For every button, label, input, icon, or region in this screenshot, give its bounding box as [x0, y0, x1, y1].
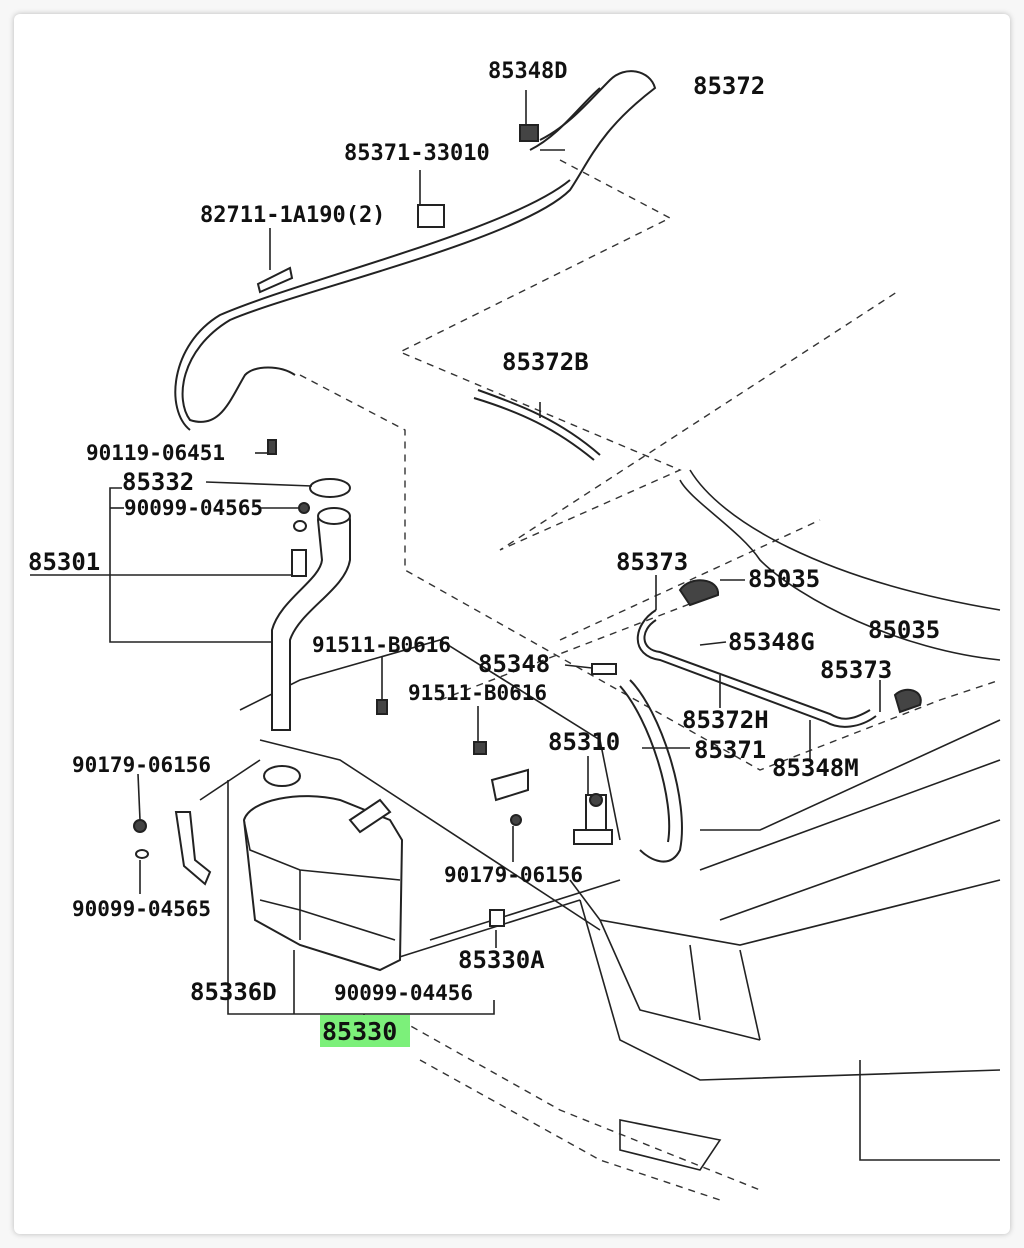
leader-lines [30, 149, 881, 1022]
label-82711-1A190: 82711-1A190(2) [200, 203, 385, 228]
label-85372: 85372 [693, 72, 765, 100]
label-90099-04565-bottom: 90099-04565 [72, 897, 211, 921]
label-85310: 85310 [548, 728, 620, 756]
joint-85348D [519, 90, 539, 142]
label-90099-04456: 90099-04456 [334, 981, 473, 1005]
pump-hose-85371 [619, 679, 683, 863]
clamp-85371-33010 [417, 170, 445, 228]
gasket-85332 [309, 478, 351, 498]
label-85330: 85330 [322, 1017, 397, 1046]
nozzle-85035-left [678, 579, 720, 607]
grommet-85330A [489, 909, 505, 927]
label-85035-left: 85035 [748, 565, 820, 593]
bolt-90179-right [510, 814, 522, 826]
reservoir-inlet [271, 507, 351, 731]
label-85348: 85348 [478, 650, 550, 678]
label-90179-06156-right: 90179-06156 [444, 863, 583, 887]
pump-85310 [573, 793, 613, 845]
label-85371: 85371 [694, 736, 766, 764]
label-90179-06156-left: 90179-06156 [72, 753, 211, 777]
label-85348M: 85348M [772, 754, 859, 782]
label-85348G: 85348G [728, 628, 815, 656]
label-85373-right: 85373 [820, 656, 892, 684]
hose-85372B [473, 389, 601, 461]
screw-90119 [267, 439, 277, 455]
label-85372H: 85372H [682, 706, 769, 734]
main-washer-hose [174, 70, 657, 431]
label-85332: 85332 [122, 468, 194, 496]
label-85336D: 85336D [190, 978, 277, 1006]
label-85330A: 85330A [458, 946, 545, 974]
small-parts-upper [291, 502, 310, 577]
tank-85330 [242, 765, 404, 972]
label-85348D: 85348D [488, 59, 567, 84]
label-91511-B0616-a: 91511-B0616 [312, 633, 451, 657]
hood-nozzle-hose [636, 609, 877, 728]
label-91511-B0616-b: 91511-B0616 [408, 681, 547, 705]
joint-85348-mid [591, 663, 617, 675]
label-90099-04565-top: 90099-04565 [124, 496, 263, 520]
label-85301: 85301 [28, 548, 100, 576]
label-90119-06451: 90119-06451 [86, 441, 225, 465]
bolt-91511-a [376, 699, 388, 715]
bolt-90179-left [133, 819, 149, 859]
nozzle-85035-right [893, 688, 922, 714]
label-85371-33010: 85371-33010 [344, 141, 490, 166]
diagram-frame [14, 14, 1010, 1234]
clip-82711 [256, 228, 294, 294]
label-85373-left: 85373 [616, 548, 688, 576]
bracket-right [490, 768, 529, 802]
label-85372B: 85372B [502, 348, 589, 376]
highlight-85330 [320, 1015, 410, 1047]
bolt-91511-b [473, 741, 487, 755]
bracket-left [174, 811, 212, 886]
label-85035-right: 85035 [868, 616, 940, 644]
